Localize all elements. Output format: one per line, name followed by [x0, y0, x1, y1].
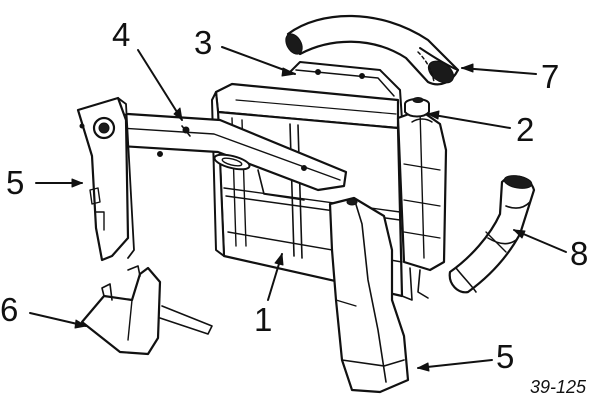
- callout-8: 8: [570, 235, 589, 272]
- leader-5-right: [417, 359, 493, 369]
- callout-4: 4: [112, 16, 131, 53]
- radiator-cap: [404, 97, 433, 123]
- callout-1: 1: [254, 301, 273, 338]
- callout-2: 2: [516, 111, 535, 148]
- lower-hose: [448, 175, 536, 294]
- callout-3: 3: [194, 24, 213, 61]
- upper-hose: [285, 14, 460, 86]
- callout-7: 7: [541, 58, 560, 95]
- right-side-bracket: [328, 196, 410, 394]
- leader-lines: [29, 46, 567, 372]
- upper-support-bar: [98, 112, 348, 201]
- figure-reference: 39-125: [530, 377, 587, 397]
- leader-4: [137, 49, 183, 121]
- lower-deflector: [80, 265, 213, 356]
- left-side-bracket: [76, 96, 135, 262]
- callout-5-right: 5: [496, 338, 515, 375]
- callout-6: 6: [0, 291, 19, 328]
- callout-5-left: 5: [6, 164, 25, 201]
- fan-shroud: [289, 61, 403, 121]
- leader-2: [427, 113, 511, 129]
- radiator-side-tank: [396, 108, 448, 301]
- leader-7: [461, 67, 537, 75]
